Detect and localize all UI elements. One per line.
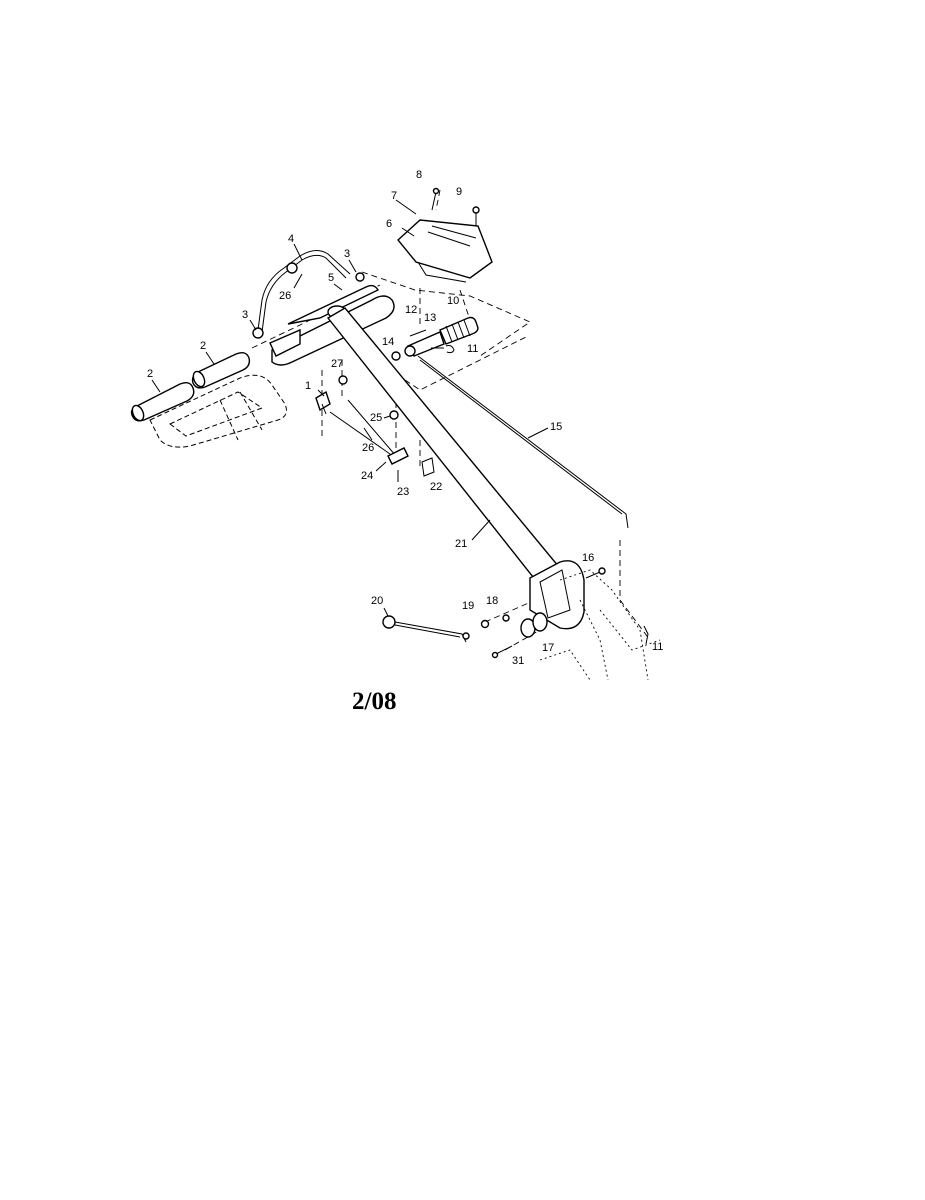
callout-4: 4 [288,233,294,245]
screw-9 [472,206,480,226]
callout-17: 17 [542,642,554,654]
callout-3-right: 3 [344,248,350,260]
callout-26-lower: 26 [362,442,374,454]
callout-8: 8 [416,169,422,181]
callout-3-left: 3 [242,309,248,321]
callout-26-upper: 26 [279,290,291,302]
callout-27: 27 [331,358,343,370]
callout-20: 20 [371,595,383,607]
shift-rod [417,355,629,529]
callout-15: 15 [550,421,562,433]
grip-left [130,381,195,422]
callout-21: 21 [455,538,467,550]
callout-11-upper: 11 [467,343,478,355]
callout-19: 19 [462,600,474,612]
callout-31: 31 [512,655,524,667]
grip-right [191,351,251,389]
callout-1: 1 [305,380,311,392]
bolt-31 [491,645,513,659]
callout-labels: 1 2 2 3 3 4 5 6 7 8 9 10 11 11 12 13 14 … [147,169,663,667]
callout-13: 13 [424,312,436,324]
callout-22: 22 [430,481,442,493]
screw-8 [431,187,440,211]
callout-10: 10 [447,295,459,307]
link-24 [387,447,409,465]
callout-6: 6 [386,218,392,230]
nut-27 [338,375,348,385]
washer-14 [391,351,401,361]
nut-19 [480,619,490,629]
bolt-16 [585,567,606,579]
phantom-handle-outline [149,374,287,448]
callout-5: 5 [328,272,334,284]
pin-12 [409,329,427,337]
callout-12: 12 [405,304,417,316]
leader-lines [151,199,549,617]
revision-date: 2/08 [352,688,396,715]
callout-18: 18 [486,595,498,607]
main-handle-tube [326,307,585,630]
callout-7: 7 [391,190,397,202]
clip-22 [421,457,435,477]
spacer-17 [520,612,548,638]
nut-25 [389,410,399,420]
handle-cover [397,219,493,283]
washer-18 [502,614,510,622]
phantom-tiller-body [539,569,661,681]
callout-11-lower: 11 [652,641,663,653]
callout-16: 16 [582,552,594,564]
pivot-13 [404,331,445,357]
clip-11-upper [445,345,455,354]
control-bar [252,250,365,339]
callout-24: 24 [361,470,373,482]
rod-26-lower [329,399,397,457]
callout-2-left: 2 [147,368,153,380]
callout-25: 25 [370,412,382,424]
callout-14: 14 [382,336,394,348]
clip-11-lower [643,625,649,645]
lever-20 [382,615,470,643]
callout-2-right: 2 [200,340,206,352]
callout-9: 9 [456,186,462,198]
callout-23: 23 [397,486,409,498]
latch-1 [315,389,331,415]
spring-10 [439,316,479,345]
